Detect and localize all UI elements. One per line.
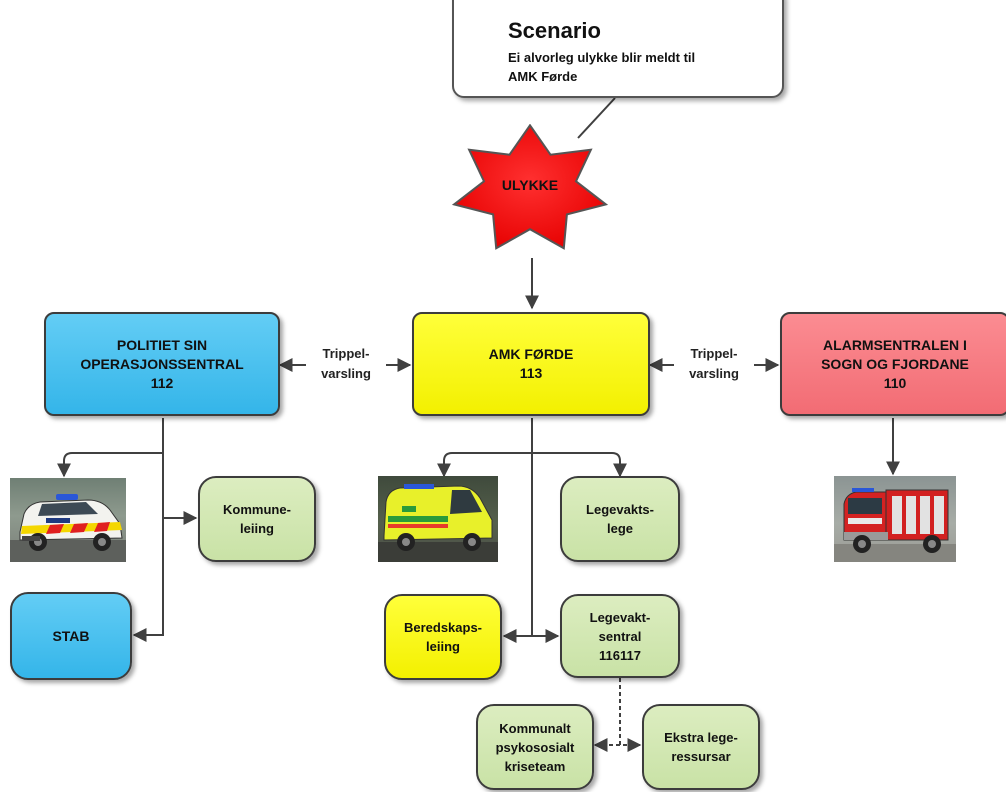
callout-tail [577,97,616,139]
kommune-leiing: Kommune- leiing [198,476,316,562]
amk-forde: AMK FØRDE 113 [412,312,650,416]
krisetema-line2: psykososialt [495,739,575,755]
edge-amk-legevaktslege [532,452,627,478]
scenario-callout: Scenario Ei alvorleg ulykke blir meldt t… [452,0,784,98]
accident-star-shape [451,123,609,250]
police-car-photo [10,478,126,562]
edge-amk-beredskap [502,453,533,643]
amk-line2: 113 [519,365,543,381]
legevaktslege-line1: Legevakts- [586,502,654,517]
edge-police-car [57,418,164,478]
ekstra-line2: ressursar [671,749,731,764]
fire-truck-photo [834,476,956,562]
edge-label-left: Trippel- varsling [306,344,386,384]
legevaktsentral: Legevakt- sentral 116117 [560,594,680,678]
fire-alarm-central: ALARMSENTRALEN I SOGN OG FJORDANE 110 [780,312,1006,416]
beredskap-line2: leiing [426,639,460,654]
edge-label-left-line1: Trippel- [322,346,370,361]
edge-label-right: Trippel- varsling [674,344,754,384]
ekstra-legeressursar: Ekstra lege- ressursar [642,704,760,790]
police-line3: 112 [150,374,174,391]
fire-line1: ALARMSENTRALEN I [823,336,967,353]
kriseteam: Kommunalt psykososialt kriseteam [476,704,594,790]
ambulance-photo [378,476,498,562]
fire-truck-icon [834,488,956,562]
amk-line1: AMK FØRDE [488,346,574,362]
beredskap-line1: Beredskaps- [403,620,483,635]
stab: STAB [10,592,132,680]
scenario-title: Scenario [508,18,601,43]
kommune-line1: Kommune- [223,502,291,517]
edge-amk-ambulance [437,418,533,478]
fire-line3: 110 [883,374,907,391]
accident-label: ULYKKE [501,177,559,193]
ambulance-icon [378,484,498,562]
edge-label-left-line2: varsling [321,366,371,381]
edge-label-right-line1: Trippel- [690,346,738,361]
edge-label-right-line2: varsling [689,366,739,381]
edge-police-kommune [162,453,198,525]
legevaktsentral-line3: 116117 [599,647,641,663]
police-ops-central: POLITIET SIN OPERASJONSSENTRAL 112 [44,312,280,416]
edge-police-stab [132,518,164,642]
police-line2: OPERASJONSSENTRAL [80,355,244,372]
fire-line2: SOGN OG FJORDANE [821,355,969,372]
accident-star: ULYKKE [442,123,618,260]
krisetema-line3: kriseteam [504,758,566,774]
police-line1: POLITIET SIN [116,336,208,353]
scenario-text-line1: Ei alvorleg ulykke blir meldt til [508,50,696,65]
kommune-line2: leiing [240,521,274,536]
krisetema-line1: Kommunalt [499,720,571,736]
police-car-icon [10,494,126,562]
scenario-text-line2: AMK Førde [508,69,578,84]
legevaktslege-line2: lege [606,521,633,536]
stab-label: STAB [52,628,90,644]
ekstra-line1: Ekstra lege- [664,730,738,745]
beredskapsleiing: Beredskaps- leiing [384,594,502,680]
legevaktslege: Legevakts- lege [560,476,680,562]
legevaktsentral-line1: Legevakt- [589,609,651,625]
legevaktsentral-line2: sentral [598,628,642,644]
